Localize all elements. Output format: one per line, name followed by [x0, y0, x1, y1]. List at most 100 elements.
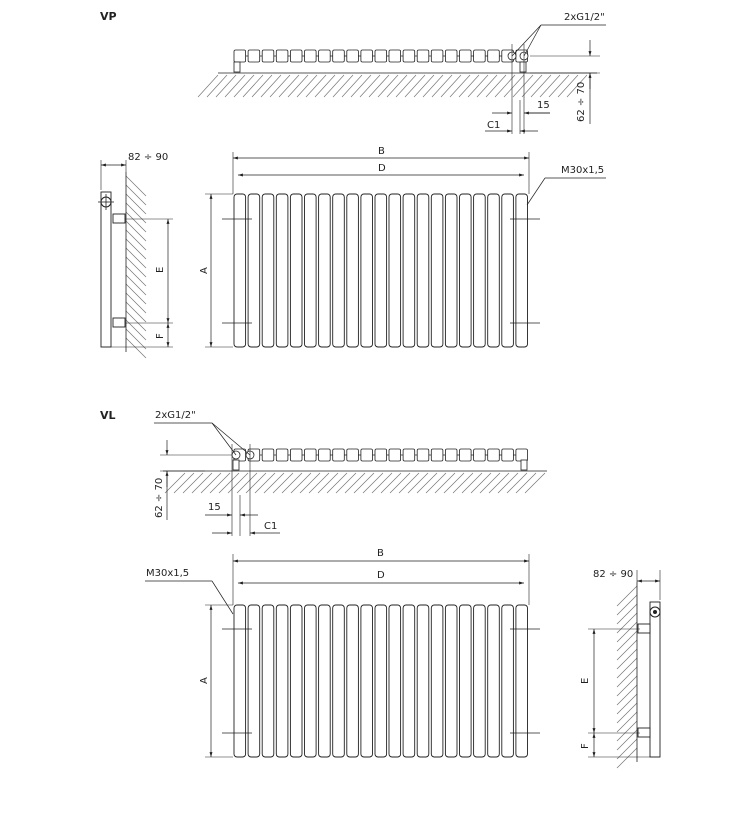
vl-top-columns: [233, 448, 528, 462]
front-column: [473, 604, 486, 758]
hatch-line: [452, 472, 474, 494]
vl-c1-label: C1: [264, 521, 277, 532]
vp-thread-label: M30x1,5: [561, 165, 604, 176]
hatch-line: [503, 74, 525, 98]
hatch-line: [125, 274, 147, 296]
front-column: [304, 604, 317, 758]
hatch-line: [449, 74, 471, 98]
hatch-line: [227, 472, 249, 494]
vl-offset-label: 15: [208, 502, 221, 513]
hatch-line: [461, 472, 483, 494]
hatch-line: [467, 74, 489, 98]
top-column: [318, 49, 331, 63]
hatch-line: [242, 74, 264, 98]
hatch-line: [299, 472, 321, 494]
hatch-line: [359, 74, 381, 98]
hatch-line: [308, 472, 330, 494]
front-column: [374, 193, 388, 348]
hatch-line: [260, 74, 282, 98]
front-column: [247, 193, 261, 348]
vp-offset-label: 15: [537, 100, 550, 111]
hatch-line: [236, 472, 258, 494]
hatch-line: [125, 247, 147, 269]
front-column: [459, 193, 472, 348]
hatch-line: [404, 74, 426, 98]
front-column: [487, 604, 500, 758]
top-column: [473, 49, 486, 63]
hatch-line: [616, 693, 638, 715]
top-column: [304, 448, 317, 462]
top-column: [430, 49, 444, 63]
vp-connection-leader: [511, 24, 542, 57]
top-column: [459, 49, 472, 63]
hatch-line: [371, 472, 393, 494]
top-column: [289, 49, 303, 63]
hatch-line: [422, 74, 444, 98]
hatch-line: [616, 603, 638, 625]
hatch-line: [616, 585, 638, 607]
vl-e-label: E: [580, 678, 591, 684]
hatch-line: [616, 684, 638, 706]
vl-side-wall-hatch: [616, 585, 638, 769]
hatch-line: [616, 747, 638, 769]
hatch-line: [616, 639, 638, 661]
hatch-line: [125, 337, 147, 359]
front-column: [360, 604, 373, 758]
front-column: [332, 604, 345, 758]
hatch-line: [539, 74, 561, 98]
hatch-line: [512, 74, 534, 98]
hatch-line: [197, 74, 219, 98]
front-column: [247, 604, 261, 758]
hatch-line: [305, 74, 327, 98]
hatch-line: [494, 74, 516, 98]
top-column: [318, 448, 331, 462]
vp-a-label: A: [199, 267, 210, 274]
hatch-line: [506, 472, 528, 494]
hatch-line: [350, 74, 372, 98]
front-column: [416, 604, 430, 758]
top-column: [275, 49, 289, 63]
vl-top-foot: [520, 459, 528, 471]
hatch-line: [548, 74, 570, 98]
hatch-line: [206, 74, 228, 98]
top-column: [473, 448, 486, 462]
vl-b-label: B: [377, 548, 384, 559]
front-column: [360, 193, 373, 348]
top-column: [430, 448, 444, 462]
front-column: [346, 193, 359, 348]
hatch-line: [335, 472, 357, 494]
front-column: [402, 604, 416, 758]
hatch-line: [386, 74, 408, 98]
vl-connection-label: 2xG1/2": [155, 410, 196, 421]
vl-f-label: F: [580, 743, 591, 749]
vp-c1-label: C1: [487, 120, 500, 131]
front-column: [487, 193, 500, 348]
hatch-line: [272, 472, 294, 494]
hatch-line: [296, 74, 318, 98]
vp-side-bracket-bottom: [112, 317, 126, 328]
hatch-line: [485, 74, 507, 98]
hatch-line: [344, 472, 366, 494]
hatch-line: [332, 74, 354, 98]
hatch-line: [125, 283, 147, 305]
front-column: [318, 604, 331, 758]
front-column: [473, 193, 486, 348]
hatch-line: [616, 648, 638, 670]
top-column: [346, 49, 359, 63]
hatch-line: [125, 184, 147, 206]
hatch-line: [290, 472, 312, 494]
hatch-line: [616, 594, 638, 616]
hatch-line: [287, 74, 309, 98]
hatch-line: [616, 675, 638, 697]
vp-connection-leader: [523, 24, 542, 57]
vp-front-view: B D A M30x1,5: [199, 146, 606, 348]
top-column: [360, 448, 373, 462]
vp-side-bracket-top: [112, 213, 126, 224]
vl-top-foot: [232, 459, 240, 471]
front-column: [501, 604, 514, 758]
top-column: [416, 49, 430, 63]
vl-side-bracket-top: [637, 623, 651, 634]
top-column: [388, 448, 402, 462]
hatch-line: [317, 472, 339, 494]
hatch-line: [616, 738, 638, 760]
